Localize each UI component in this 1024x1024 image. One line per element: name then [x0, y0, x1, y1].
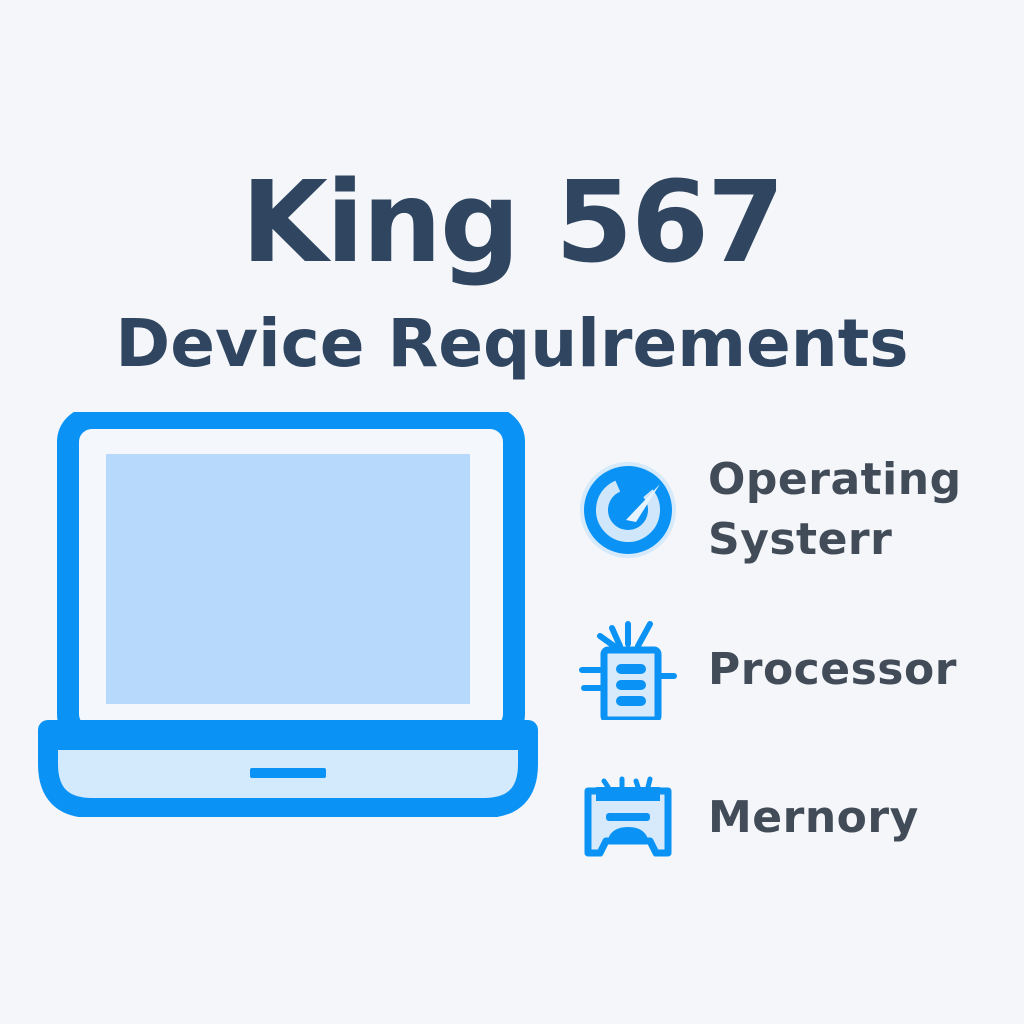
requirement-label: Mernory [708, 792, 919, 843]
laptop-icon [38, 407, 538, 818]
requirement-memory: Mernory [578, 768, 919, 868]
label-line-1: Operating [708, 454, 962, 505]
laptop-illustration [38, 407, 538, 818]
page-title: King 567 [241, 158, 785, 289]
requirement-label: Operating Systerr [708, 450, 962, 570]
requirement-operating-system: Operating Systerr [578, 450, 962, 570]
requirement-label: Processor [708, 644, 957, 695]
processor-icon [579, 621, 677, 720]
page-subtitle: Device Requlrements [115, 304, 909, 382]
operating-system-icon [580, 462, 676, 558]
label-line-2: Systerr [708, 514, 893, 565]
requirement-processor: Processor [578, 620, 957, 720]
memory-icon [584, 776, 672, 857]
